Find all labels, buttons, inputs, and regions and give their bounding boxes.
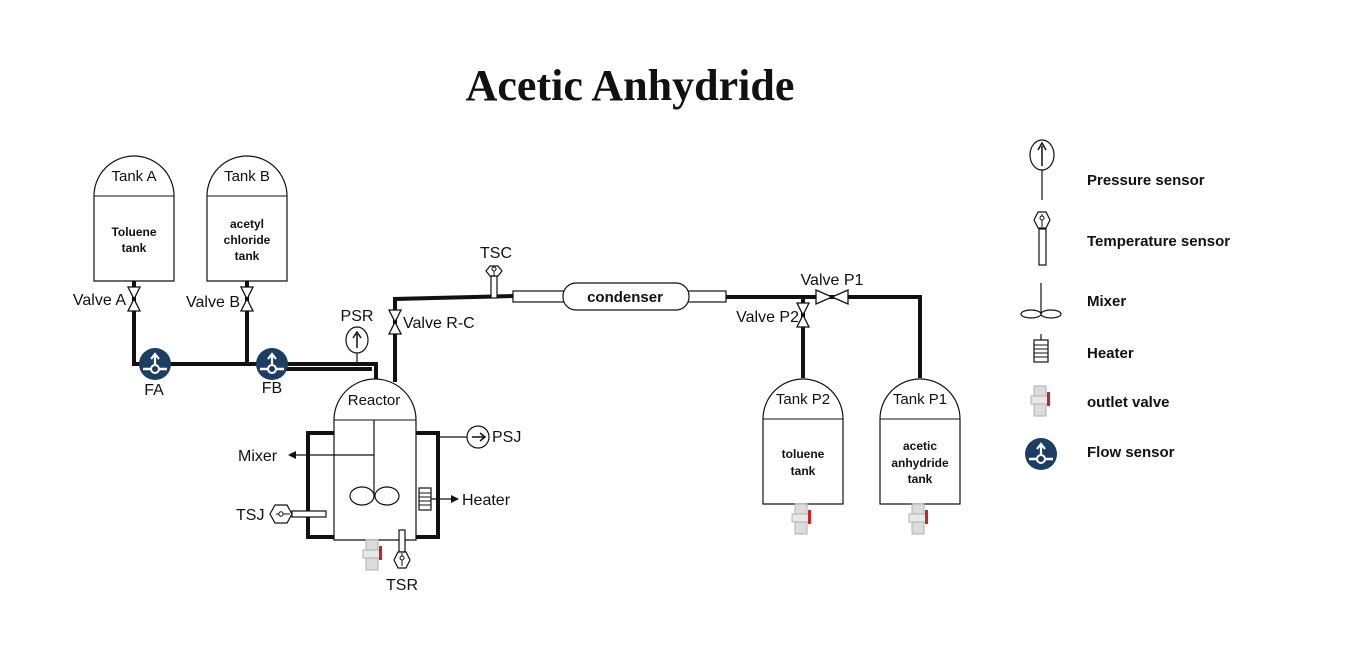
legend-heater-icon: [1033, 334, 1049, 363]
valve-b[interactable]: Valve B: [186, 286, 254, 312]
psj-label: PSJ: [492, 429, 521, 446]
tank-b-content-line1: acetyl: [230, 217, 264, 231]
flow-sensor-fb[interactable]: FB: [254, 346, 290, 397]
heater[interactable]: Heater: [418, 487, 511, 511]
feed-pipe-header: [132, 281, 378, 382]
tank-p1-outlet-valve[interactable]: [908, 503, 929, 535]
flow-sensor-fa[interactable]: FA: [137, 346, 173, 399]
condenser-label: condenser: [587, 289, 663, 306]
legend-pressure-sensor-label: Pressure sensor: [1087, 172, 1205, 189]
temperature-sensor-tsr[interactable]: TSR: [386, 529, 418, 594]
legend-pressure-sensor-icon: [1029, 139, 1055, 200]
fb-label: FB: [262, 380, 282, 397]
tank-p2-name: Tank P2: [776, 391, 830, 408]
tank-b[interactable]: Tank B acetyl chloride tank: [206, 155, 288, 282]
legend-temperature-sensor-label: Temperature sensor: [1087, 233, 1230, 250]
valve-p1-label: Valve P1: [801, 272, 864, 289]
tank-a-name: Tank A: [111, 168, 156, 185]
valve-p2[interactable]: Valve P2: [736, 302, 810, 328]
legend-temperature-sensor-icon: [1033, 211, 1051, 266]
tank-a-content-line2: tank: [122, 241, 147, 255]
heater-label: Heater: [462, 492, 511, 509]
tank-p1-content-line1: acetic: [903, 439, 937, 453]
pressure-sensor-psj[interactable]: PSJ: [438, 425, 521, 449]
tank-p1-content-line3: tank: [908, 472, 933, 486]
jacket-right: [415, 431, 440, 539]
tank-a-content-line1: Toluene: [111, 225, 156, 239]
reactor[interactable]: Reactor: [333, 378, 417, 541]
mixer-blade-left: [349, 486, 375, 506]
fa-label: FA: [144, 382, 164, 399]
jacket-left: [306, 431, 336, 539]
tank-b-content-line3: tank: [235, 249, 260, 263]
valve-p1[interactable]: Valve P1: [801, 272, 864, 305]
tank-p2[interactable]: Tank P2 toluene tank: [762, 378, 844, 505]
valve-a-label: Valve A: [73, 292, 126, 309]
valve-p2-label: Valve P2: [736, 309, 799, 326]
page-title: Acetic Anhydride: [466, 61, 795, 110]
tank-p2-outlet-valve[interactable]: [791, 503, 812, 535]
tank-b-content-line2: chloride: [224, 233, 271, 247]
tsj-label: TSJ: [236, 507, 264, 524]
tank-p1-name: Tank P1: [893, 391, 947, 408]
valve-rc[interactable]: Valve R-C: [388, 309, 475, 335]
condenser-p1-pipe: [726, 295, 922, 378]
reactor-outlet-valve[interactable]: [362, 539, 383, 571]
temperature-sensor-tsc[interactable]: TSC: [480, 245, 512, 299]
tank-p2-content-line2: tank: [791, 464, 816, 478]
condenser[interactable]: condenser: [512, 282, 727, 311]
temperature-sensor-tsj[interactable]: TSJ: [236, 504, 327, 524]
tank-p1[interactable]: Tank P1 acetic anhydride tank: [879, 378, 961, 505]
reactor-name: Reactor: [348, 392, 401, 409]
legend-flow-sensor-icon: [1023, 436, 1059, 472]
legend-outlet-valve-icon: [1030, 385, 1051, 417]
legend-heater-label: Heater: [1087, 345, 1134, 362]
tank-p2-content-line1: toluene: [782, 447, 825, 461]
valve-a[interactable]: Valve A: [73, 286, 141, 312]
legend-mixer-label: Mixer: [1087, 293, 1126, 310]
tank-a[interactable]: Tank A Toluene tank: [93, 155, 175, 282]
pressure-sensor-psr[interactable]: PSR: [341, 308, 374, 364]
legend: Pressure sensor Temperature sensor Mixer…: [1020, 139, 1230, 472]
legend-mixer-icon: [1020, 283, 1062, 319]
tank-b-name: Tank B: [224, 168, 270, 185]
mixer-blade-right: [374, 486, 400, 506]
legend-flow-sensor-label: Flow sensor: [1087, 444, 1175, 461]
valve-rc-label: Valve R-C: [403, 315, 475, 332]
reactor-condenser-pipe: [393, 294, 514, 382]
tsr-label: TSR: [386, 577, 418, 594]
psr-label: PSR: [341, 308, 374, 325]
mixer-label: Mixer: [238, 448, 278, 465]
valve-b-label: Valve B: [186, 294, 240, 311]
mixer-callout: Mixer: [238, 448, 336, 465]
tank-p1-content-line2: anhydride: [891, 456, 949, 470]
tsc-label: TSC: [480, 245, 512, 262]
legend-outlet-valve-label: outlet valve: [1087, 394, 1170, 411]
